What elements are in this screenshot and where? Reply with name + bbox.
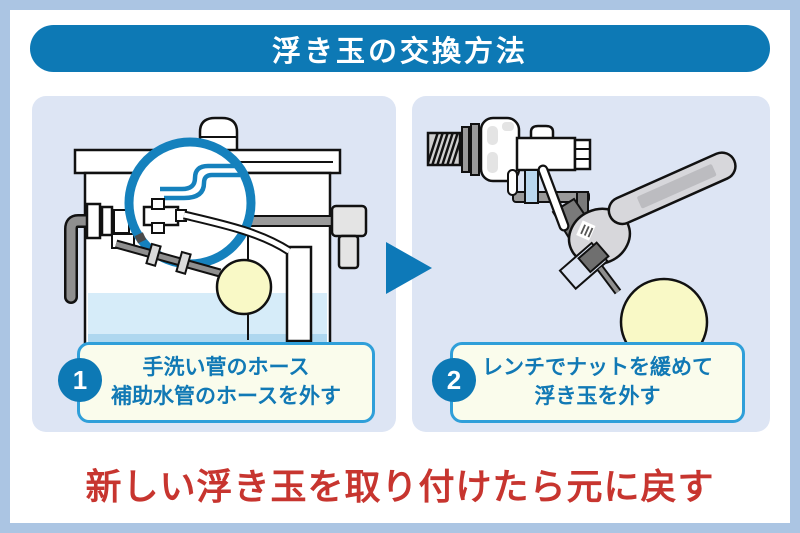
wrench-icon <box>558 151 737 291</box>
step-2-caption: レンチでナットを緩めて 浮き玉を外す <box>450 342 745 423</box>
supply-pipe <box>66 216 93 302</box>
step-1-number: 1 <box>72 364 88 395</box>
fill-valve-wrench-illustration <box>426 116 737 367</box>
step-1-badge: 1 <box>58 358 102 402</box>
magnifier-circle-icon <box>124 137 256 269</box>
toilet-tank-illustration <box>64 116 368 346</box>
step-1-caption-line1: 手洗い菅のホース <box>142 356 310 380</box>
valve-tube <box>524 169 539 204</box>
auxiliary-hose <box>164 172 240 201</box>
footer-note: 新しい浮き玉を取り付けたら元に戻す <box>0 458 800 510</box>
step-2-number: 2 <box>446 364 462 395</box>
valve-body <box>515 136 577 172</box>
footer-note-text: 新しい浮き玉を取り付けたら元に戻す <box>85 466 715 507</box>
step-1-caption: 手洗い菅のホース 補助水管のホースを外す <box>77 342 375 423</box>
float-ball <box>215 258 273 316</box>
page-title: 浮き玉の交換方法 <box>30 25 770 72</box>
arrow-right-icon <box>386 242 432 294</box>
page-title-text: 浮き玉の交換方法 <box>271 35 528 68</box>
handwash-hose <box>160 163 236 192</box>
flush-handle <box>330 204 368 238</box>
step-2-caption-line2: 浮き玉を外す <box>534 384 661 408</box>
step-2-caption-line1: レンチでナットを緩めて <box>482 356 713 380</box>
step-1-caption-line2: 補助水管のホースを外す <box>111 384 341 408</box>
overflow-pipe <box>285 245 313 343</box>
step-2-badge: 2 <box>432 358 476 402</box>
float-arm <box>115 241 221 276</box>
step-panel-2: 2 レンチでナットを緩めて 浮き玉を外す <box>412 96 770 432</box>
nut <box>577 241 610 274</box>
step-panel-1: 1 手洗い菅のホース 補助水管のホースを外す <box>32 96 396 432</box>
